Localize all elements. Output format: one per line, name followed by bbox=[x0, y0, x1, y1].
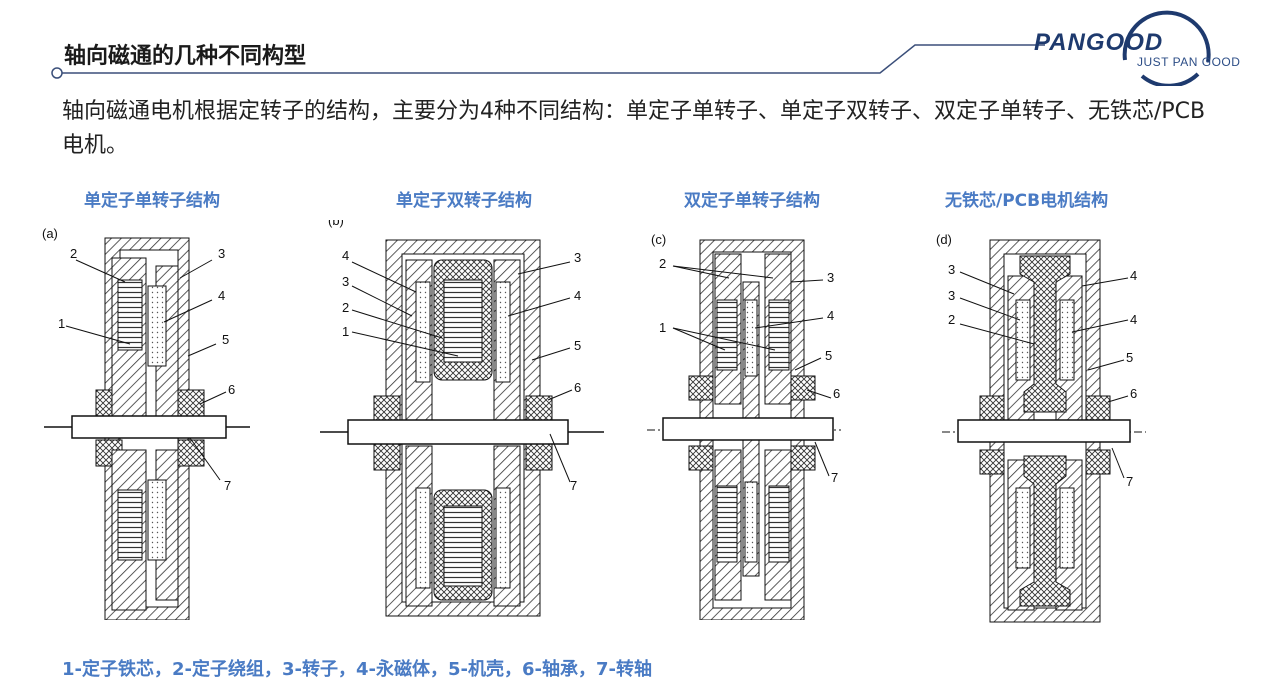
diagram-a-tag: (a) bbox=[42, 226, 58, 241]
bearing-left-bottom bbox=[979, 449, 1005, 475]
magnet-right-bottom bbox=[495, 487, 511, 589]
winding-left-top bbox=[716, 299, 738, 371]
label-2: 2 bbox=[70, 246, 77, 261]
stator-winding-bottom bbox=[443, 505, 483, 587]
page-title: 轴向磁通的几种不同构型 bbox=[64, 44, 307, 69]
label-2: 2 bbox=[342, 300, 349, 315]
winding-left-bottom bbox=[716, 485, 738, 563]
label-1: 1 bbox=[58, 316, 65, 331]
label-4-right: 4 bbox=[1130, 312, 1137, 327]
diagram-d-tag: (d) bbox=[936, 232, 952, 247]
brand-name: PANGOOD bbox=[1034, 29, 1164, 56]
label-3: 3 bbox=[218, 246, 225, 261]
label-7: 7 bbox=[1126, 474, 1133, 489]
label-4: 4 bbox=[342, 248, 349, 263]
shaft bbox=[957, 419, 1131, 443]
leader-lines bbox=[959, 271, 1129, 479]
subtitle-double-stator-single-rotor: 双定子单转子结构 bbox=[684, 191, 820, 211]
diagram-b-tag: (b) bbox=[328, 220, 344, 228]
bearing-left-bottom bbox=[688, 445, 714, 471]
diagram-d: (d) 3 3 2 4 4 5 6 7 bbox=[936, 232, 1146, 623]
magnet-bottom bbox=[147, 479, 167, 561]
label-7: 7 bbox=[831, 470, 838, 485]
magnet-top bbox=[147, 285, 167, 367]
label-7: 7 bbox=[570, 478, 577, 493]
label-6: 6 bbox=[228, 382, 235, 397]
leader-lines bbox=[351, 261, 573, 483]
diagram-c-tag: (c) bbox=[651, 232, 666, 247]
magnet-right-top bbox=[495, 281, 511, 383]
label-7: 7 bbox=[224, 478, 231, 493]
shaft bbox=[662, 417, 834, 441]
pcb-stator-bottom bbox=[1019, 455, 1071, 607]
bearing-right-bottom bbox=[525, 443, 553, 471]
bearing-right-top bbox=[177, 389, 205, 417]
label-3-right: 3 bbox=[574, 250, 581, 265]
magnet-bottom bbox=[744, 481, 758, 563]
bearing-right-bottom bbox=[790, 445, 816, 471]
label-1: 1 bbox=[342, 324, 349, 339]
bearing-right-bottom bbox=[1085, 449, 1111, 475]
winding-right-bottom bbox=[768, 485, 790, 563]
label-6: 6 bbox=[1130, 386, 1137, 401]
magnet-left-bottom bbox=[415, 487, 431, 589]
bearing-left-top bbox=[688, 375, 714, 401]
stator-winding-bottom bbox=[117, 489, 143, 561]
label-5: 5 bbox=[222, 332, 229, 347]
diagram-a: (a) 2 3 4 1 5 6 7 bbox=[42, 226, 250, 620]
intro-text: 轴向磁通电机根据定转子的结构，主要分为4种不同结构：单定子单转子、单定子双转子、… bbox=[62, 99, 1206, 158]
label-5: 5 bbox=[1126, 350, 1133, 365]
stator-winding-top bbox=[443, 279, 483, 363]
stator-winding-top bbox=[117, 279, 143, 351]
label-3: 3 bbox=[342, 274, 349, 289]
label-2: 2 bbox=[948, 312, 955, 327]
bearing-left-top bbox=[373, 395, 401, 423]
diagram-c: (c) 2 3 4 1 5 6 7 bbox=[647, 232, 841, 620]
label-4: 4 bbox=[827, 308, 834, 323]
label-6: 6 bbox=[833, 386, 840, 401]
label-6: 6 bbox=[574, 380, 581, 395]
magnet-right-top bbox=[1059, 299, 1075, 381]
bullet-circle bbox=[51, 67, 63, 79]
label-4-right: 4 bbox=[574, 288, 581, 303]
label-2: 2 bbox=[659, 256, 666, 271]
header-decoration bbox=[51, 44, 1045, 79]
magnet-right-bottom bbox=[1059, 487, 1075, 569]
pcb-stator-top bbox=[1019, 255, 1071, 413]
label-3-right: 4 bbox=[1130, 268, 1137, 283]
label-5: 5 bbox=[825, 348, 832, 363]
winding-right-top bbox=[768, 299, 790, 371]
bearing-left-bottom bbox=[373, 443, 401, 471]
subtitle-single-stator-single-rotor: 单定子单转子结构 bbox=[84, 191, 220, 211]
leader-lines bbox=[65, 259, 227, 481]
pangood-logo-icon bbox=[1122, 10, 1211, 86]
subtitle-single-stator-double-rotor: 单定子双转子结构 bbox=[396, 191, 532, 211]
subtitle-coreless-pcb: 无铁芯/PCB电机结构 bbox=[945, 191, 1109, 211]
title-underline bbox=[62, 44, 1045, 74]
shaft bbox=[347, 419, 569, 445]
label-5: 5 bbox=[574, 338, 581, 353]
bearing-right-top bbox=[1085, 395, 1111, 421]
diagram-b: (b) 4 3 2 1 3 4 5 6 7 bbox=[320, 220, 604, 617]
label-3: 3 bbox=[827, 270, 834, 285]
magnet-left-bottom bbox=[1015, 487, 1031, 569]
leader-lines bbox=[672, 265, 832, 477]
bearing-right-top bbox=[790, 375, 816, 401]
label-4: 4 bbox=[218, 288, 225, 303]
legend: 1-定子铁芯，2-定子绕组，3-转子，4-永磁体，5-机壳，6-轴承，7-转轴 bbox=[62, 659, 652, 680]
label-3: 3 bbox=[948, 288, 955, 303]
label-1: 1 bbox=[659, 320, 666, 335]
brand-tagline: JUST PAN GOOD bbox=[1137, 55, 1241, 69]
label-4: 3 bbox=[948, 262, 955, 277]
shaft bbox=[71, 415, 227, 439]
magnet-top bbox=[744, 299, 758, 377]
bearing-left-top bbox=[979, 395, 1005, 421]
